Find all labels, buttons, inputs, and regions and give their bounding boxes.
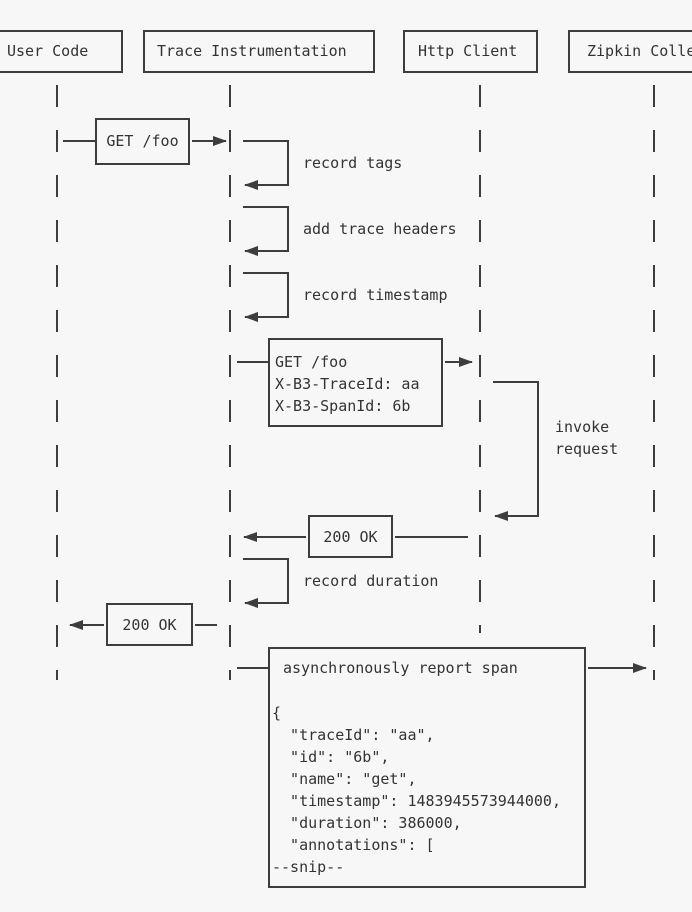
participant-label-zipkin-collector: Zipkin Collector xyxy=(587,42,692,60)
span-json-line-8: --snip-- xyxy=(272,858,345,876)
span-json-line-2: "traceId": "aa", xyxy=(272,726,435,744)
invoke-request-loop-arrow xyxy=(493,381,539,521)
participant-label-user-code: User Code xyxy=(7,42,89,60)
span-json-line-7: "annotations": [ xyxy=(272,836,435,854)
message-box-http-request xyxy=(268,338,443,427)
participant-label-trace-instrumentation: Trace Instrumentation xyxy=(157,42,347,60)
label-invoke-request-line-2: request xyxy=(555,440,619,458)
add-trace-headers-loop-arrow xyxy=(243,206,289,256)
message-box-user-response xyxy=(106,603,193,646)
participant-box-user-code xyxy=(0,30,123,73)
label-record-duration: record duration xyxy=(303,572,439,590)
participant-box-http-client xyxy=(403,30,538,73)
participant-box-trace-instrumentation xyxy=(143,30,375,73)
label-add-trace-headers: add trace headers xyxy=(303,220,457,238)
http-request-line-1: GET /foo xyxy=(275,353,348,371)
message-label-user-response: 200 OK xyxy=(122,616,177,634)
participant-box-zipkin-collector xyxy=(568,30,692,73)
record-duration-loop-arrow xyxy=(243,558,289,608)
span-json-line-4: "name": "get", xyxy=(272,770,417,788)
span-json-line-3: "id": "6b", xyxy=(272,748,390,766)
http-request-line-2: X-B3-TraceId: aa xyxy=(275,375,420,393)
participant-label-http-client: Http Client xyxy=(418,42,518,60)
message-label-get-foo: GET /foo xyxy=(106,132,179,150)
span-json-line-5: "timestamp": 1483945573944000, xyxy=(272,792,561,810)
span-json-line-6: "duration": 386000, xyxy=(272,814,462,832)
record-tags-loop-arrow xyxy=(243,140,289,190)
label-record-timestamp: record timestamp xyxy=(303,286,448,304)
message-box-http-response xyxy=(308,515,393,558)
message-box-report-span xyxy=(268,647,586,888)
record-timestamp-loop-arrow xyxy=(243,272,289,322)
report-span-title: asynchronously report span xyxy=(283,659,518,677)
message-box-get-foo xyxy=(95,118,190,165)
label-record-tags: record tags xyxy=(303,154,403,172)
message-label-http-response: 200 OK xyxy=(323,528,378,546)
span-json-line-1: { xyxy=(272,704,282,722)
http-request-line-3: X-B3-SpanId: 6b xyxy=(275,397,411,415)
label-invoke-request-line-1: invoke xyxy=(555,418,610,436)
